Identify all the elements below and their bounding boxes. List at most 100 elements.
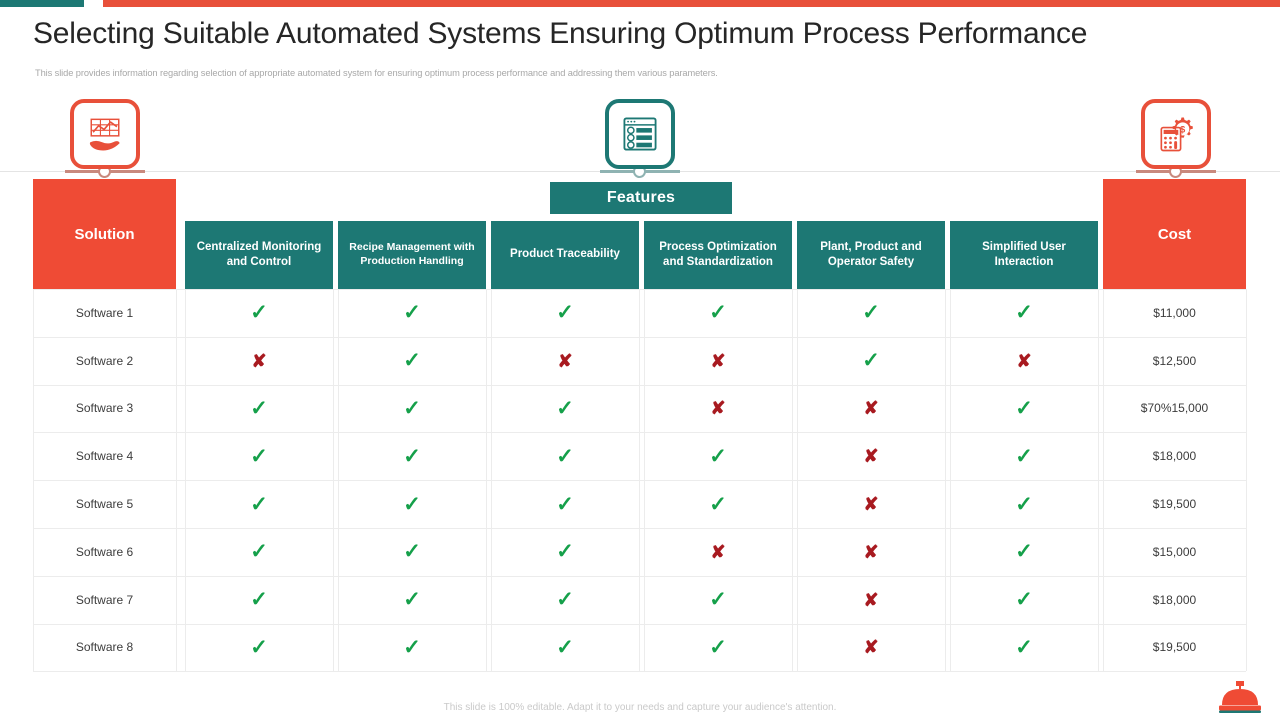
check-icon: ✓ <box>250 588 268 612</box>
check-icon: ✓ <box>556 492 574 516</box>
cell-mark-check: ✓ <box>797 337 945 385</box>
top-accent-bar-teal <box>0 0 84 7</box>
check-icon: ✓ <box>709 444 727 468</box>
cell-solution: Software 2 <box>75 353 134 368</box>
check-icon: ✓ <box>250 396 268 420</box>
cell-mark-check: ✓ <box>950 480 1098 528</box>
table-row[interactable]: Software 2✘✓✘✘✓✘$12,500 <box>33 337 1246 385</box>
cell-cost: $15,000 <box>1152 544 1197 559</box>
column-divider <box>185 289 186 672</box>
check-icon: ✓ <box>1015 635 1033 659</box>
column-header-feature-2: Product Traceability <box>491 218 639 289</box>
cell-mark-check: ✓ <box>797 289 945 337</box>
cross-icon: ✘ <box>710 541 726 562</box>
check-icon: ✓ <box>403 540 421 564</box>
check-icon: ✓ <box>709 301 727 325</box>
cell-mark-check: ✓ <box>185 385 333 433</box>
check-icon: ✓ <box>403 635 421 659</box>
column-divider <box>792 289 793 672</box>
cell-solution: Software 5 <box>75 497 134 512</box>
cell-mark-check: ✓ <box>644 289 792 337</box>
column-divider <box>486 289 487 672</box>
check-icon: ✓ <box>556 540 574 564</box>
cell-mark-check: ✓ <box>338 337 486 385</box>
check-icon: ✓ <box>556 588 574 612</box>
table-header-row: Solution Cost Centralized Monitoring and… <box>33 179 1246 289</box>
table-row[interactable]: Software 3✓✓✓✘✘✓$70%15,000 <box>33 385 1246 433</box>
settings-list-window-icon <box>605 99 675 169</box>
check-icon: ✓ <box>709 588 727 612</box>
cell-mark-cross: ✘ <box>644 385 792 433</box>
cell-mark-check: ✓ <box>644 576 792 624</box>
check-icon: ✓ <box>556 301 574 325</box>
settings-list-window-glyph <box>623 117 657 151</box>
cell-mark-check: ✓ <box>950 432 1098 480</box>
table-row[interactable]: Software 7✓✓✓✓✘✓$18,000 <box>33 576 1246 624</box>
table-row[interactable]: Software 4✓✓✓✓✘✓$18,000 <box>33 432 1246 480</box>
cell-mark-cross: ✘ <box>797 385 945 433</box>
check-icon: ✓ <box>403 444 421 468</box>
cell-mark-check: ✓ <box>338 385 486 433</box>
check-icon: ✓ <box>1015 396 1033 420</box>
cell-mark-check: ✓ <box>185 576 333 624</box>
cell-mark-check: ✓ <box>491 432 639 480</box>
column-header-cost: Cost <box>1103 179 1246 289</box>
check-icon: ✓ <box>1015 588 1033 612</box>
table-row[interactable]: Software 5 ✓ ✓ ✓ ✓ ✘ ✓ $19,500 <box>33 480 1246 528</box>
cell-cost: $19,500 <box>1152 497 1197 512</box>
cell-mark-check: ✓ <box>491 385 639 433</box>
comparison-table: Solution Cost Centralized Monitoring and… <box>33 179 1247 673</box>
cell-mark-cross: ✘ <box>797 480 945 528</box>
cross-icon: ✘ <box>710 350 726 371</box>
check-icon: ✓ <box>403 492 421 516</box>
cross-icon: ✘ <box>863 494 879 515</box>
cell-cost: $18,000 <box>1152 449 1197 464</box>
cell-mark-check: ✓ <box>644 480 792 528</box>
table-row[interactable]: Software 6✓✓✓✘✘✓$15,000 <box>33 528 1246 576</box>
cell-mark-cross: ✘ <box>185 337 333 385</box>
cell-mark-check: ✓ <box>491 624 639 672</box>
column-divider <box>338 289 339 672</box>
table-row[interactable]: Software 8✓✓✓✓✘✓$19,500 <box>33 624 1246 672</box>
cell-cost: $11,000 <box>1153 305 1196 320</box>
column-divider <box>639 289 640 672</box>
cell-mark-check: ✓ <box>338 528 486 576</box>
column-header-feature-5: Simplified User Interaction <box>950 218 1098 289</box>
cell-mark-cross: ✘ <box>950 337 1098 385</box>
cell-mark-check: ✓ <box>185 289 333 337</box>
cell-mark-cross: ✘ <box>797 624 945 672</box>
cell-mark-cross: ✘ <box>644 528 792 576</box>
cell-mark-check: ✓ <box>644 432 792 480</box>
cross-icon: ✘ <box>557 350 573 371</box>
cell-mark-check: ✓ <box>950 528 1098 576</box>
cell-mark-check: ✓ <box>950 385 1098 433</box>
footer-note: This slide is 100% editable. Adapt it to… <box>443 702 837 713</box>
cell-cost: $19,500 <box>1152 640 1197 655</box>
hand-holding-chart-icon <box>70 99 140 169</box>
cross-icon: ✘ <box>1016 350 1032 371</box>
cell-cost: $18,000 <box>1152 592 1197 607</box>
cell-mark-cross: ✘ <box>797 576 945 624</box>
cell-mark-check: ✓ <box>338 624 486 672</box>
cross-icon: ✘ <box>863 446 879 467</box>
column-divider <box>1103 289 1104 672</box>
cell-mark-check: ✓ <box>185 432 333 480</box>
cell-solution: Software 8 <box>75 640 134 655</box>
cell-mark-check: ✓ <box>185 480 333 528</box>
cell-mark-check: ✓ <box>185 528 333 576</box>
cell-solution: Software 6 <box>75 544 134 559</box>
calculator-gear-cost-glyph: $ <box>1160 117 1193 152</box>
cell-mark-check: ✓ <box>950 289 1098 337</box>
column-divider <box>1246 289 1247 672</box>
page-subtitle: This slide provides information regardin… <box>35 68 718 78</box>
column-divider <box>333 289 334 672</box>
column-divider <box>33 289 34 672</box>
check-icon: ✓ <box>250 540 268 564</box>
cross-icon: ✘ <box>863 637 879 658</box>
check-icon: ✓ <box>403 396 421 420</box>
cell-solution: Software 1 <box>75 305 134 320</box>
cell-mark-check: ✓ <box>644 624 792 672</box>
cross-icon: ✘ <box>863 398 879 419</box>
table-row[interactable]: Software 1✓✓✓✓✓✓$11,000 <box>33 289 1246 337</box>
